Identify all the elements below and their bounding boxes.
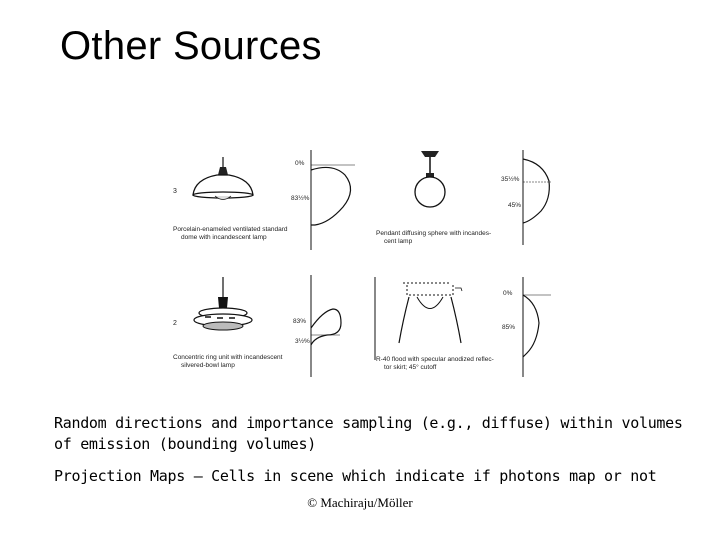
panel-pendant-sphere: Pendant diffusing sphere with incandes- … [376,150,551,245]
caption-line: tor skirt; 45° cutoff [384,363,437,371]
panel-concentric-ring: 2 Concentric ring unit with incandescent… [173,275,342,377]
sphere-holder [426,173,434,177]
angle-label: 35½% [501,175,520,183]
caption-line: Concentric ring unit with incandescent [173,354,283,361]
housing [406,285,454,296]
caption-line: Pendant diffusing sphere with incandes- [376,230,491,237]
angle-label: 0% [295,160,305,167]
lamp-socket [218,297,228,308]
flood-lamp [416,296,444,309]
angle-label: 0% [503,290,513,297]
pointer-mark [455,287,463,292]
panel-number: 3 [173,188,177,195]
ceiling-canopy [421,151,439,157]
distribution-curve [522,294,540,358]
slide-title: Other Sources [60,24,322,68]
luminaire-distribution-figure: 3 Porcelain-enameled ventilated standard… [165,145,560,385]
angle-label: 83% [293,318,306,325]
lamp-socket [218,167,228,175]
panel-number: 2 [173,320,177,327]
angle-label: 3½% [295,337,310,345]
bullet-projection-maps: Projection Maps – Cells in scene which i… [54,467,657,485]
angle-label: 83½% [291,194,310,202]
bulb [214,195,232,200]
distribution-curve [522,158,550,224]
caption-line: silvered-bowl lamp [181,362,235,369]
caption-line: cent lamp [384,238,413,245]
reflector-skirt [398,296,462,344]
luminaire-diagram: 3 Porcelain-enameled ventilated standard… [173,150,551,377]
ring-slots [205,316,235,319]
caption-line: Porcelain-enameled ventilated standard [173,226,288,233]
distribution-curve [310,308,342,346]
diffusing-sphere [414,176,446,208]
angle-label: 85% [502,324,515,331]
panel-dome-lamp: 3 Porcelain-enameled ventilated standard… [173,150,355,250]
bullet-random-directions: Random directions and importance samplin… [54,414,683,453]
angle-label: 45% [508,202,521,209]
distribution-curve [310,166,352,226]
panel-r40-flood: R-40 flood with specular anodized reflec… [374,277,551,377]
caption-line: dome with incandescent lamp [181,234,267,241]
silvered-bowl [202,321,244,331]
caption-line: R-40 flood with specular anodized reflec… [376,356,494,363]
copyright-footer: © Machiraju/Möller [307,495,413,510]
